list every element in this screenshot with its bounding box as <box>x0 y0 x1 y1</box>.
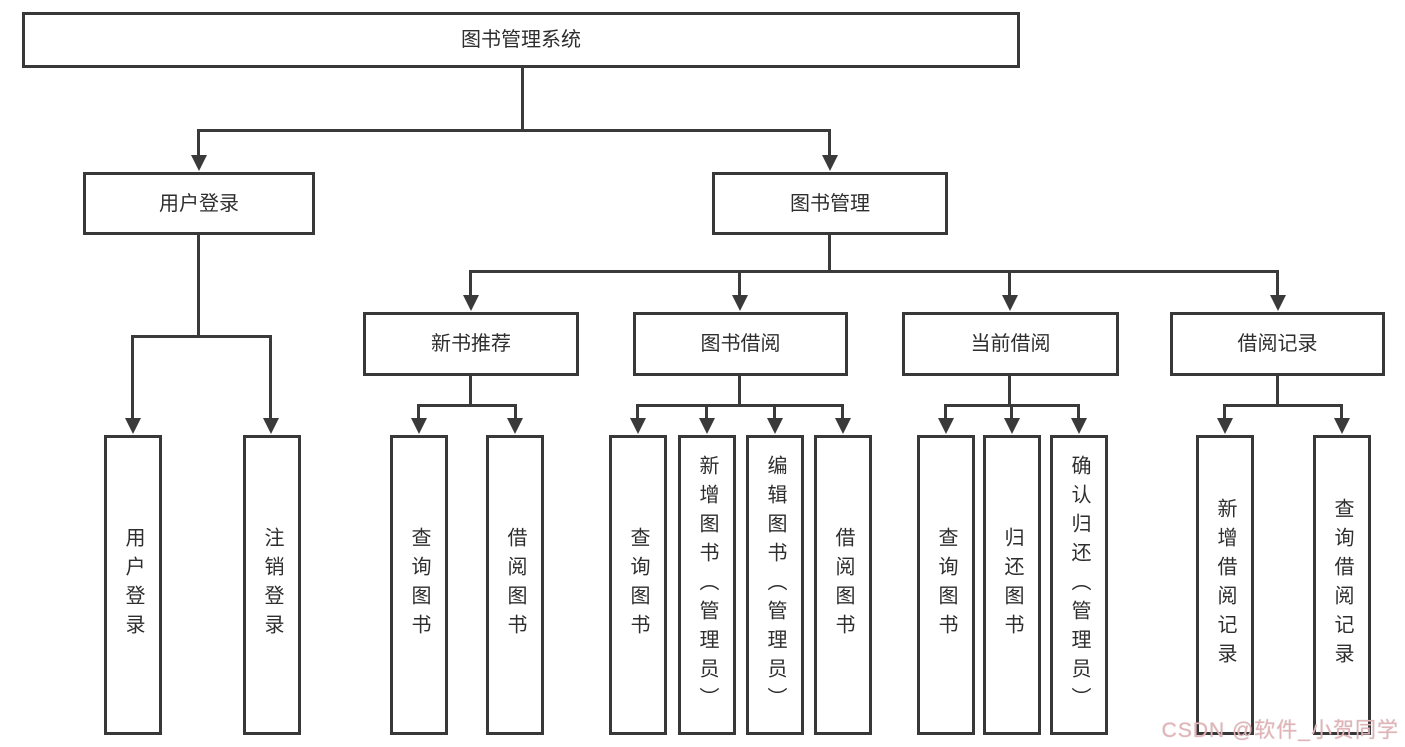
connector-line <box>1008 272 1011 297</box>
connector-line <box>469 376 472 407</box>
leaf-return-books: 归还图书 <box>983 435 1041 735</box>
connector-line <box>417 406 420 419</box>
leaf-label: 新增借阅记录 <box>1214 498 1236 672</box>
node-library-management-system: 图书管理系统 <box>22 12 1020 68</box>
leaf-edit-books-admin: 编辑图书（管理员） <box>746 435 804 735</box>
leaf-label: 查询图书 <box>408 527 430 643</box>
leaf-label: 新增图书（管理员） <box>696 454 718 716</box>
leaf-label: 编辑图书（管理员） <box>764 454 786 716</box>
connector-line <box>197 129 831 132</box>
node-new-book-recommend: 新书推荐 <box>363 312 579 376</box>
leaf-add-books-admin: 新增图书（管理员） <box>678 435 736 735</box>
arrowhead-icon <box>1002 295 1018 311</box>
watermark: CSDN @软件_小贺同学 <box>1161 719 1399 742</box>
connector-line <box>841 406 844 419</box>
arrowhead-icon <box>767 418 783 434</box>
arrowhead-icon <box>411 418 427 434</box>
arrowhead-icon <box>1004 418 1020 434</box>
leaf-label: 借阅图书 <box>832 527 854 643</box>
leaf-label: 查询借阅记录 <box>1331 498 1353 672</box>
leaf-query-books-borrowing: 查询图书 <box>609 435 667 735</box>
leaf-confirm-return-admin: 确认归还（管理员） <box>1050 435 1108 735</box>
node-borrowing-records: 借阅记录 <box>1170 312 1385 376</box>
leaf-label: 归还图书 <box>1001 527 1023 643</box>
connector-line <box>131 337 134 419</box>
connector-line <box>1340 406 1343 419</box>
arrowhead-icon <box>1334 418 1350 434</box>
arrowhead-icon <box>938 418 954 434</box>
node-current-borrowing: 当前借阅 <box>902 312 1119 376</box>
arrowhead-icon <box>263 418 279 434</box>
leaf-user-login: 用户登录 <box>104 435 162 735</box>
arrowhead-icon <box>630 418 646 434</box>
connector-line <box>828 235 831 272</box>
connector-line <box>131 335 272 338</box>
leaf-query-books-recommend: 查询图书 <box>390 435 448 735</box>
leaf-label: 确认归还（管理员） <box>1068 454 1090 716</box>
arrowhead-icon <box>1270 295 1286 311</box>
connector-line <box>828 131 831 158</box>
node-book-management: 图书管理 <box>712 172 948 235</box>
arrowhead-icon <box>1217 418 1233 434</box>
leaf-query-books-current: 查询图书 <box>917 435 975 735</box>
connector-line <box>773 406 776 419</box>
leaf-label: 用户登录 <box>122 527 144 643</box>
connector-line <box>738 376 741 407</box>
leaf-add-borrow-record: 新增借阅记录 <box>1196 435 1254 735</box>
node-user-login: 用户登录 <box>83 172 315 235</box>
arrowhead-icon <box>835 418 851 434</box>
arrowhead-icon <box>463 295 479 311</box>
leaf-label: 借阅图书 <box>504 527 526 643</box>
connector-line <box>636 406 639 419</box>
connector-line <box>1276 376 1279 407</box>
arrowhead-icon <box>732 295 748 311</box>
connector-line <box>1276 272 1279 297</box>
arrowhead-icon <box>125 418 141 434</box>
connector-line <box>521 68 524 132</box>
connector-line <box>1077 406 1080 419</box>
connector-line <box>469 270 1279 273</box>
leaf-logout: 注销登录 <box>243 435 301 735</box>
arrowhead-icon <box>822 155 838 171</box>
connector-line <box>1223 404 1343 407</box>
connector-line <box>705 406 708 419</box>
arrowhead-icon <box>1071 418 1087 434</box>
leaf-borrow-books-borrowing: 借阅图书 <box>814 435 872 735</box>
connector-line <box>944 406 947 419</box>
arrowhead-icon <box>699 418 715 434</box>
node-book-borrowing: 图书借阅 <box>633 312 848 376</box>
connector-line <box>738 272 741 297</box>
connector-line <box>1223 406 1226 419</box>
leaf-label: 查询图书 <box>935 527 957 643</box>
arrowhead-icon <box>507 418 523 434</box>
arrowhead-icon <box>191 155 207 171</box>
connector-line <box>1008 376 1011 407</box>
connector-line <box>197 235 200 337</box>
connector-line <box>1010 406 1013 419</box>
connector-line <box>944 404 1080 407</box>
connector-line <box>197 131 200 158</box>
connector-line <box>469 272 472 297</box>
leaf-query-borrow-record: 查询借阅记录 <box>1313 435 1371 735</box>
leaf-borrow-books-recommend: 借阅图书 <box>486 435 544 735</box>
connector-line <box>514 406 517 419</box>
leaf-label: 注销登录 <box>261 527 283 643</box>
connector-line <box>269 337 272 419</box>
connector-line <box>636 404 844 407</box>
connector-line <box>417 404 517 407</box>
leaf-label: 查询图书 <box>627 527 649 643</box>
